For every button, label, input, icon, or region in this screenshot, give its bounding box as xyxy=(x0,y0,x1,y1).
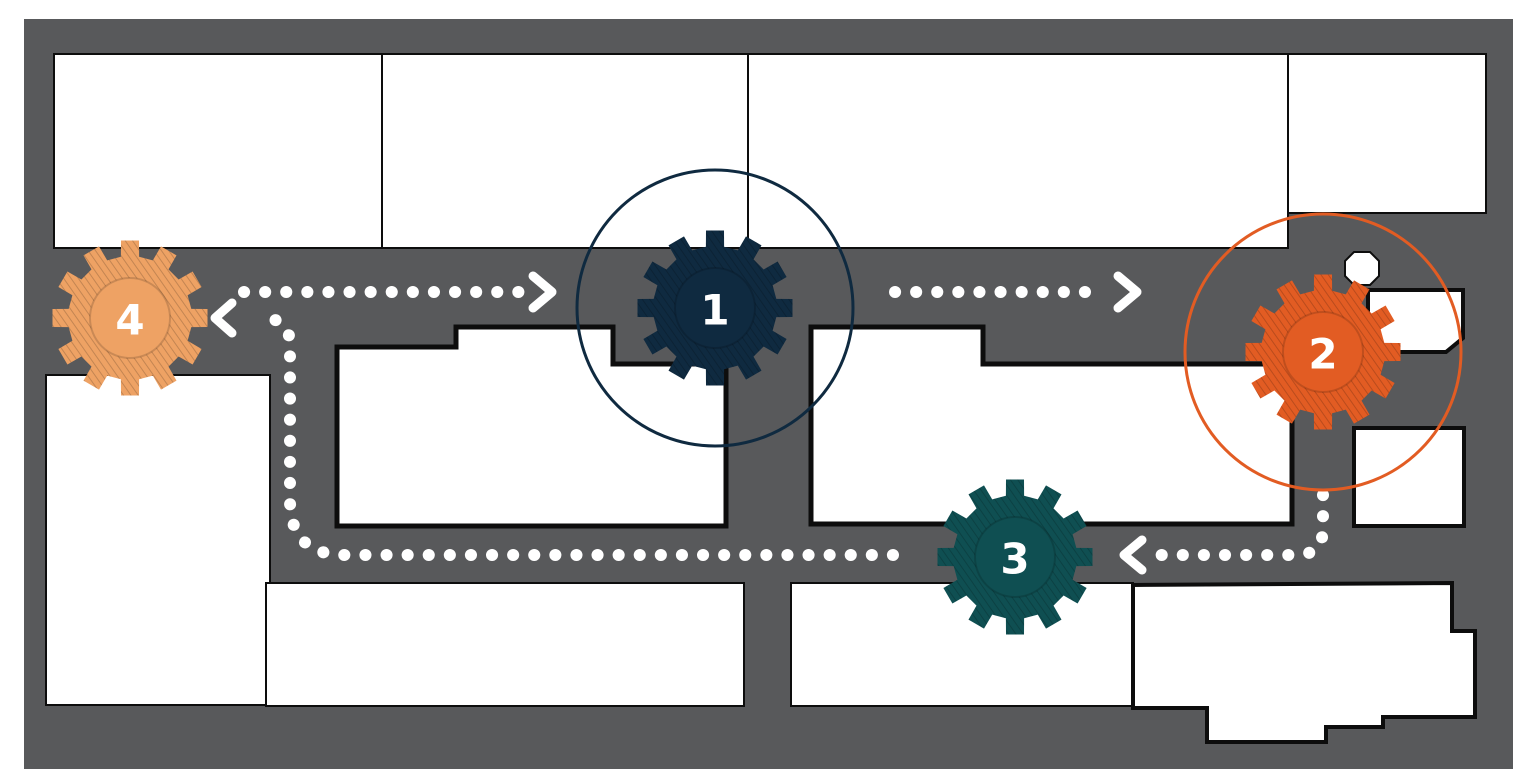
building-top-4 xyxy=(1287,53,1487,214)
route-path xyxy=(210,271,1329,575)
building-bottom-2 xyxy=(790,582,1134,707)
stop-2-radius-ring xyxy=(1183,212,1463,492)
gear-hub xyxy=(1282,311,1364,393)
stop-4: 4 xyxy=(52,240,208,396)
stop-3: 3 xyxy=(937,479,1093,635)
buildings xyxy=(45,53,1487,744)
building-right-small xyxy=(1352,426,1466,528)
stop-1-radius-ring xyxy=(575,168,855,448)
arrow-right-icon xyxy=(528,271,557,313)
stop-number-label: 2 xyxy=(1308,330,1337,379)
arrow-right-icon xyxy=(1113,271,1142,313)
stops-layer: 1 2 3 4 xyxy=(52,168,1463,635)
building-left-tall xyxy=(45,374,271,706)
building-bottom-1 xyxy=(265,582,745,707)
gear-hub xyxy=(674,267,756,349)
building-top-1 xyxy=(53,53,383,249)
arrow-left-icon xyxy=(1119,535,1147,575)
stop-number-label: 3 xyxy=(1000,535,1029,584)
stop-number-label: 1 xyxy=(700,286,729,335)
gear-hub xyxy=(974,516,1056,598)
building-hydrant-octagon xyxy=(1344,251,1380,286)
building-bottom-3 xyxy=(1131,580,1477,744)
gear-hub xyxy=(89,277,171,359)
route-segment-3-to-4 xyxy=(256,312,899,561)
building-center-left xyxy=(334,324,729,529)
building-top-3 xyxy=(747,53,1289,249)
building-top-2 xyxy=(381,53,749,249)
stop-2: 2 xyxy=(1183,212,1463,492)
stop-number-label: 4 xyxy=(115,296,144,345)
stop-1: 1 xyxy=(575,168,855,448)
arrow-left-icon xyxy=(210,298,237,338)
